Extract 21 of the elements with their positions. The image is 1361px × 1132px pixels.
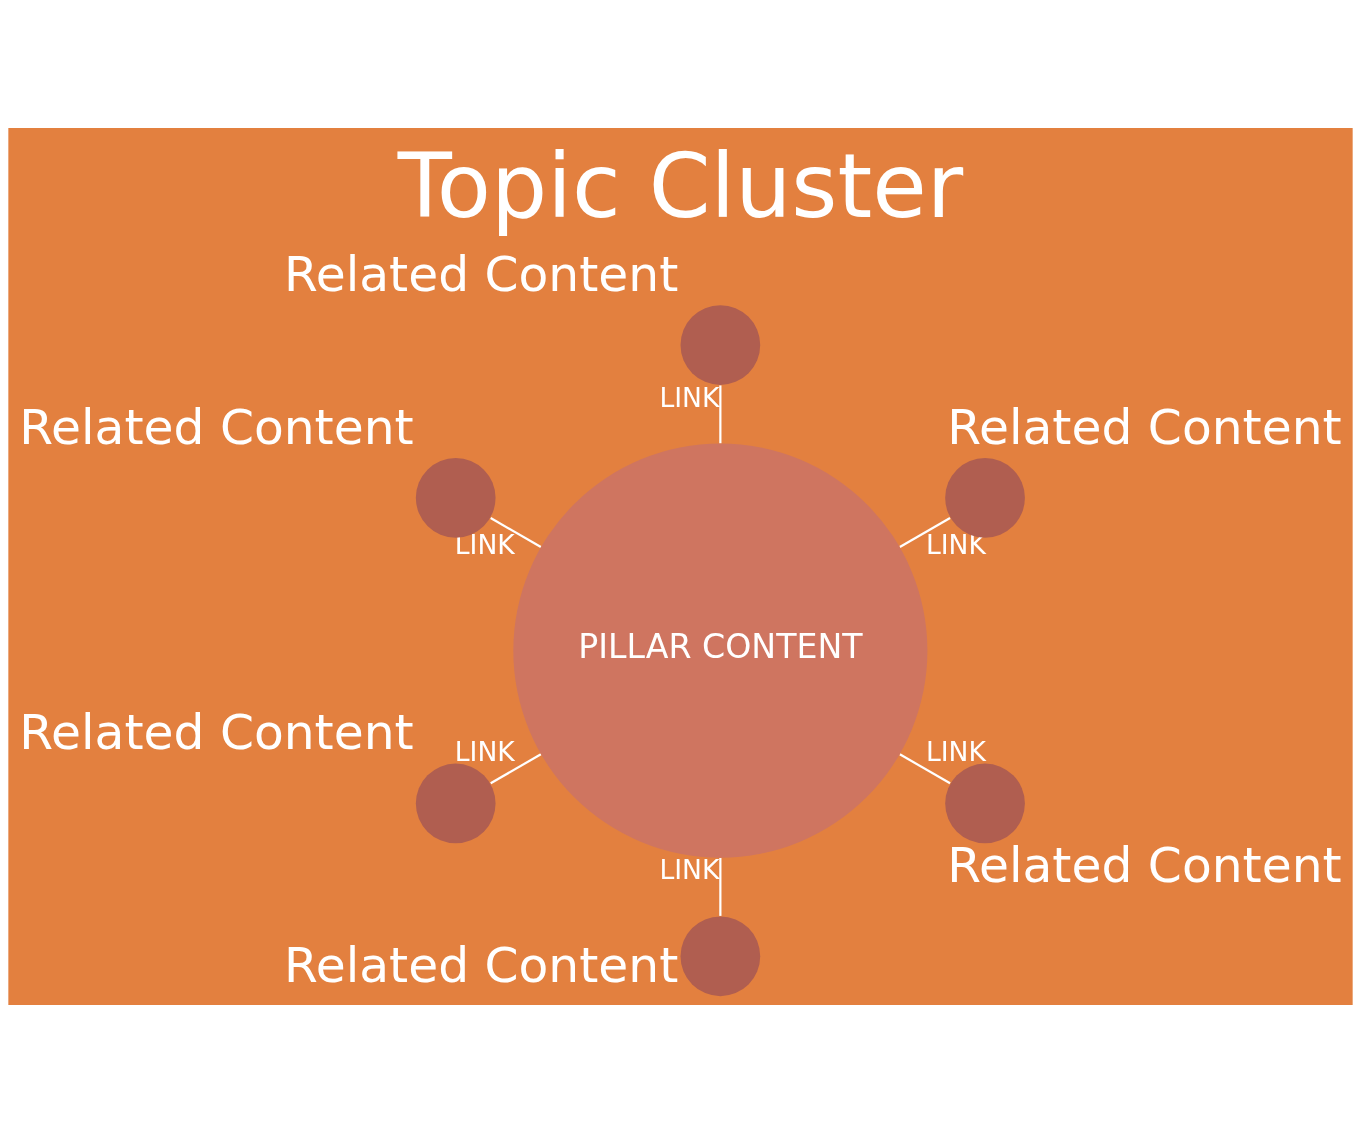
node-label: Related Content <box>19 703 414 760</box>
node-label: Related Content <box>284 936 679 993</box>
edge-label: LINK <box>926 735 986 767</box>
node-label: Related Content <box>19 398 414 455</box>
diagram-title: Topic Cluster <box>397 134 964 238</box>
connector <box>719 857 722 916</box>
connector <box>719 384 722 443</box>
edge-label: LINK <box>454 528 515 560</box>
connector <box>490 752 542 784</box>
connector <box>899 752 951 784</box>
node-circle <box>680 304 761 385</box>
node-label: Related Content <box>947 836 1342 893</box>
node-circle <box>945 763 1025 843</box>
connector <box>899 516 951 548</box>
node-label: Related Content <box>947 398 1342 455</box>
node-circle <box>680 915 761 996</box>
node-circle <box>415 763 496 843</box>
edge-label: LINK <box>454 735 515 767</box>
edge-label: LINK <box>926 528 986 560</box>
node-label: Related Content <box>284 245 679 302</box>
connector <box>490 516 542 548</box>
